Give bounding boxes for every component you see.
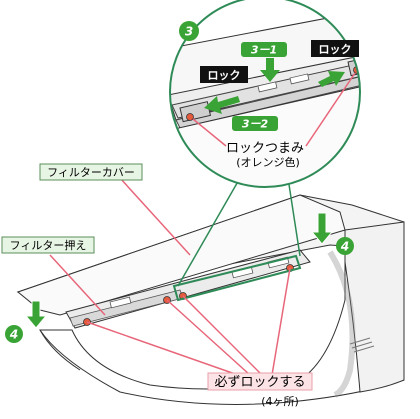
step3-number: 3 bbox=[185, 25, 193, 39]
step3-2-group: 3ー2 bbox=[204, 96, 278, 131]
step3-1-group: 3ー1 bbox=[241, 42, 287, 82]
lock-left-group: ロック bbox=[200, 66, 248, 83]
filter-holder-callout: フィルター押え bbox=[1, 236, 106, 316]
aircon-unit bbox=[16, 194, 405, 405]
step4-left-arrow: 4 bbox=[5, 300, 48, 343]
lock-knob-color-caption: (オレンジ色) bbox=[236, 155, 300, 169]
must-lock-label: 必ずロックする bbox=[214, 375, 305, 390]
zoom-lines bbox=[177, 177, 301, 287]
step3-2-label: 3ー2 bbox=[242, 118, 269, 131]
filter-cover-callout: フィルターカバー bbox=[39, 163, 191, 256]
filter-cover-label: フィルターカバー bbox=[47, 166, 135, 179]
lock-right-label: ロック bbox=[319, 43, 352, 56]
must-lock-pointers bbox=[86, 267, 291, 376]
lock-count-label: (4ヶ所) bbox=[261, 395, 299, 408]
lock-left-label: ロック bbox=[208, 69, 241, 82]
filter-holder-label: フィルター押え bbox=[10, 238, 87, 252]
step3-1-label: 3ー1 bbox=[251, 44, 277, 57]
step4-right-arrow: 4 bbox=[310, 212, 354, 255]
step4-left-number: 4 bbox=[9, 328, 18, 342]
step3-badge: 3 bbox=[179, 21, 199, 41]
lock-knob-pointers bbox=[192, 72, 356, 147]
lock-right-group: ロック bbox=[311, 40, 359, 87]
must-lock-box bbox=[207, 372, 313, 391]
lock-knob-caption: ロックつまみ bbox=[226, 141, 304, 156]
step4-right-number: 4 bbox=[340, 240, 349, 254]
